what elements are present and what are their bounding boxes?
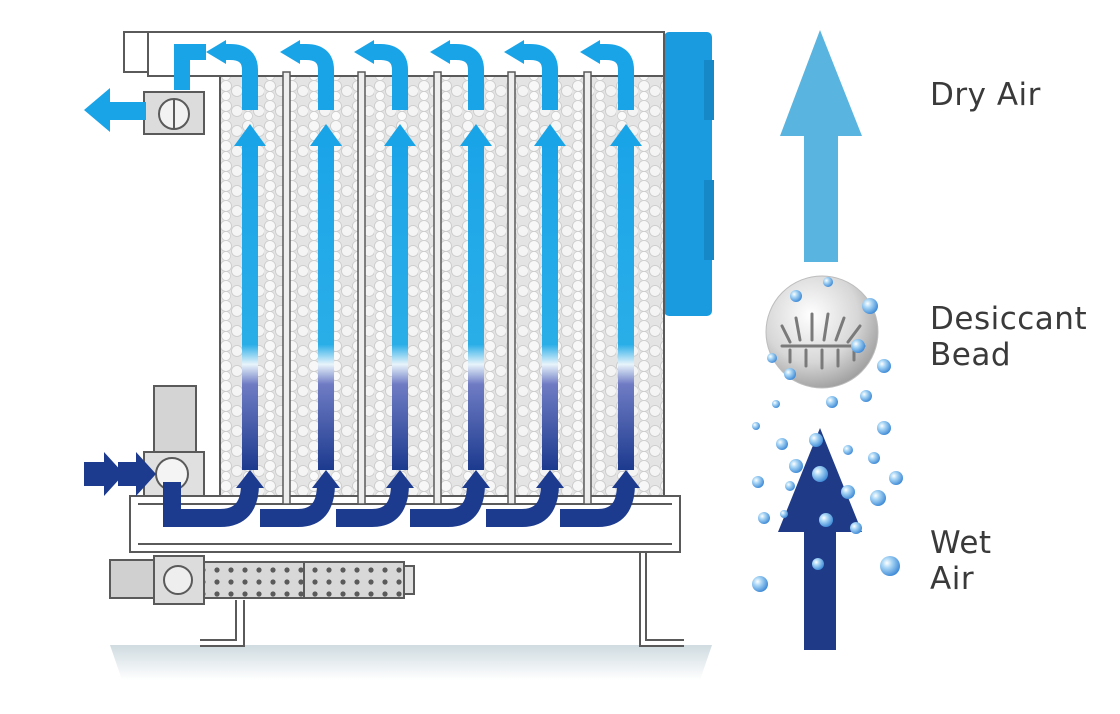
support-legs <box>200 551 684 647</box>
moisture-droplet-icon <box>889 471 903 485</box>
moisture-droplet-icon <box>841 485 855 499</box>
wet-air-label-line1: Wet <box>930 525 992 561</box>
moisture-droplet-icon <box>843 445 853 455</box>
moisture-droplet-icon <box>870 490 886 506</box>
moisture-droplet-icon <box>826 396 838 408</box>
moisture-droplet-icon <box>780 510 788 518</box>
inlet-flow-arrowheads <box>236 470 640 488</box>
moisture-droplet-icon <box>812 466 828 482</box>
moisture-droplet-icon <box>784 368 796 380</box>
inlet-flow-loops <box>163 482 635 527</box>
dry-air-label: Dry Air <box>930 77 1041 114</box>
moisture-droplet-icon <box>789 459 803 473</box>
inlet-arrow-icon <box>84 452 156 496</box>
moisture-droplet-icon <box>776 438 788 450</box>
wet-air-arrow <box>778 428 862 650</box>
moisture-droplet-icon <box>877 359 891 373</box>
moisture-droplet-icon <box>880 556 900 576</box>
moisture-droplet-icon <box>850 522 862 534</box>
divider-rods <box>282 71 592 505</box>
wet-air-label: Wet Air <box>930 525 992 597</box>
moisture-droplet-icon <box>823 277 833 287</box>
moisture-droplets <box>752 277 903 592</box>
moisture-droplet-icon <box>868 452 880 464</box>
wet-air-label-line2: Air <box>930 560 975 597</box>
control-cabinet <box>664 32 714 316</box>
moisture-droplet-icon <box>812 558 824 570</box>
moisture-droplet-icon <box>809 433 823 447</box>
moisture-droplet-icon <box>877 421 891 435</box>
moisture-droplet-icon <box>752 476 764 488</box>
moisture-droplet-icon <box>851 339 865 353</box>
moisture-droplet-icon <box>785 481 795 491</box>
desiccant-bead-label: Desiccant Bead <box>930 301 1088 373</box>
moisture-droplet-icon <box>758 512 770 524</box>
moisture-droplet-icon <box>862 298 878 314</box>
dry-air-arrow <box>780 30 862 262</box>
silencer-icon <box>109 555 415 605</box>
vertical-flow-tubes <box>242 140 634 470</box>
desiccant-bead-label-line2: Bead <box>930 336 1012 373</box>
outlet-arrow-icon <box>84 88 146 132</box>
moisture-droplet-icon <box>767 353 777 363</box>
floor-shadow <box>110 645 712 680</box>
moisture-droplet-icon <box>790 290 802 302</box>
outlet-flow-loops <box>174 44 634 110</box>
moisture-droplet-icon <box>752 576 768 592</box>
moisture-droplet-icon <box>752 422 760 430</box>
desiccant-bead-label-line1: Desiccant <box>930 301 1088 337</box>
dry-air-label-text: Dry Air <box>930 77 1041 113</box>
outlet-valve <box>143 91 205 135</box>
moisture-droplet-icon <box>772 400 780 408</box>
upflow-arrowheads <box>234 124 642 146</box>
outlet-flow-arrowheads <box>206 40 600 64</box>
inlet-valve <box>143 385 205 497</box>
desiccant-bead-icon <box>765 275 879 389</box>
moisture-droplet-icon <box>860 390 872 402</box>
moisture-droplet-icon <box>819 513 833 527</box>
